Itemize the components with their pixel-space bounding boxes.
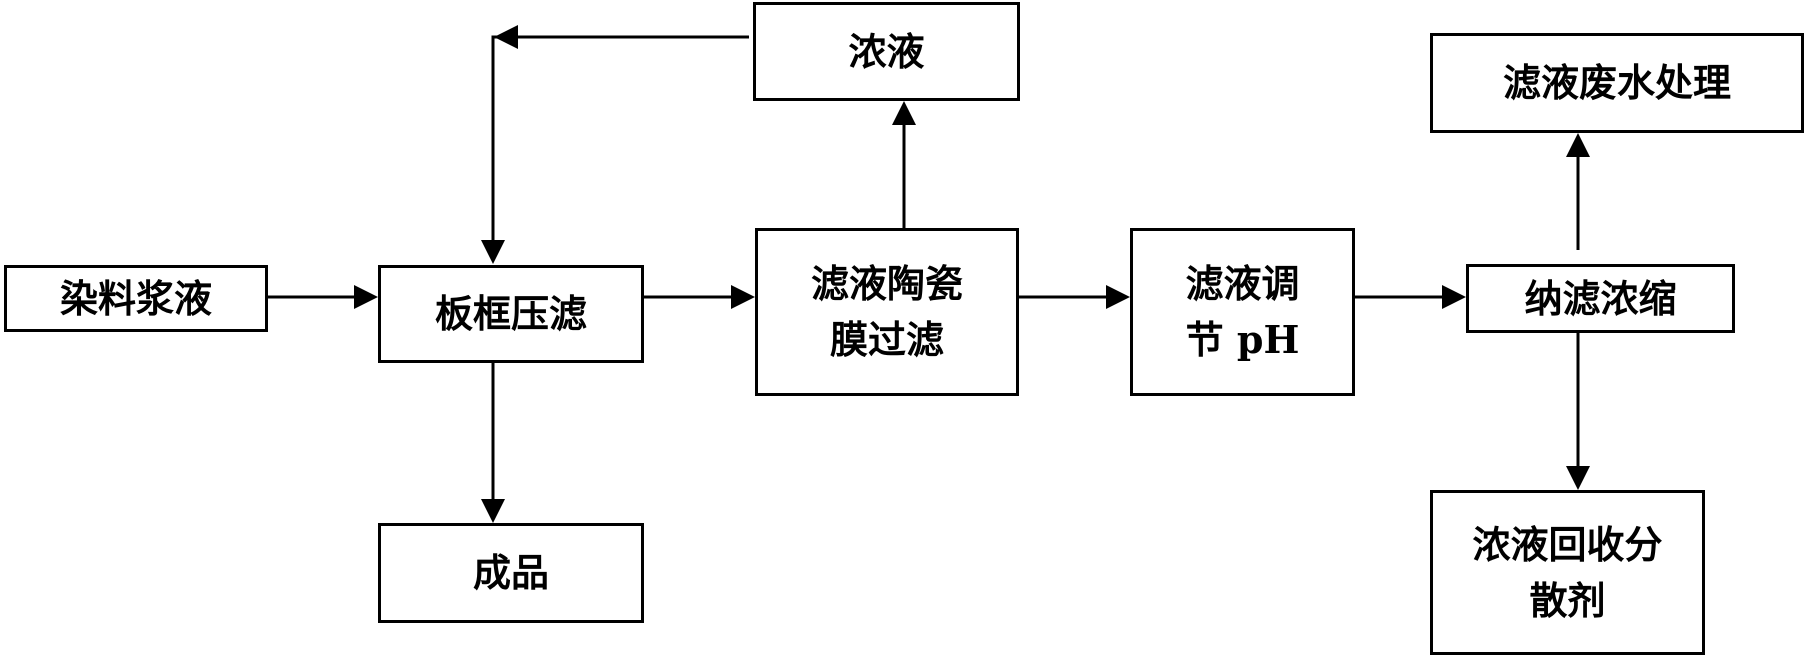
- node-nanofiltration: 纳滤浓缩: [1466, 264, 1735, 333]
- node-ph-adjust: 滤液调 节 pH: [1130, 228, 1355, 396]
- node-dye-slurry: 染料浆液: [4, 265, 268, 332]
- node-dispersant-recovery-line2: 散剂: [1529, 577, 1606, 623]
- arrowhead-dispersant-top: [1566, 466, 1590, 490]
- node-dispersant-recovery: 浓液回收分 散剂: [1430, 490, 1705, 655]
- arrowhead-nano-left: [1442, 285, 1466, 309]
- node-ph-adjust-line1: 滤液调: [1185, 261, 1300, 306]
- node-ph-adjust-line2: 节 pH: [1185, 317, 1300, 362]
- arrowhead-loop-left: [494, 25, 518, 49]
- arrowhead-wastewater-bottom: [1566, 133, 1590, 157]
- node-dispersant-recovery-line1: 浓液回收分: [1472, 521, 1663, 567]
- node-nanofiltration-label: 纳滤浓缩: [1524, 275, 1677, 321]
- arrowhead-press-left: [354, 285, 378, 309]
- node-wastewater-treatment: 滤液废水处理: [1430, 33, 1804, 133]
- node-ceramic-membrane-line2: 膜过滤: [829, 317, 944, 362]
- node-concentrate-top-label: 浓液: [848, 28, 925, 74]
- arrowhead-ph-left: [1106, 285, 1130, 309]
- arrowhead-concentrate-bottom: [892, 101, 916, 125]
- node-dye-slurry-label: 染料浆液: [59, 275, 212, 321]
- node-wastewater-treatment-label: 滤液废水处理: [1502, 60, 1731, 105]
- node-ceramic-membrane: 滤液陶瓷 膜过滤: [755, 228, 1019, 396]
- arrowhead-product-top: [481, 499, 505, 523]
- node-concentrate-top: 浓液: [753, 2, 1020, 101]
- node-plate-frame-press-label: 板框压滤: [434, 291, 587, 336]
- node-ceramic-membrane-line1: 滤液陶瓷: [810, 261, 963, 306]
- arrowhead-ceramic-left: [731, 285, 755, 309]
- edge-concentrate-to-press: [491, 35, 749, 240]
- node-plate-frame-press: 板框压滤: [378, 265, 644, 363]
- node-finished-product-label: 成品: [472, 550, 549, 595]
- arrowhead-press-top: [481, 240, 505, 264]
- node-finished-product: 成品: [378, 523, 644, 623]
